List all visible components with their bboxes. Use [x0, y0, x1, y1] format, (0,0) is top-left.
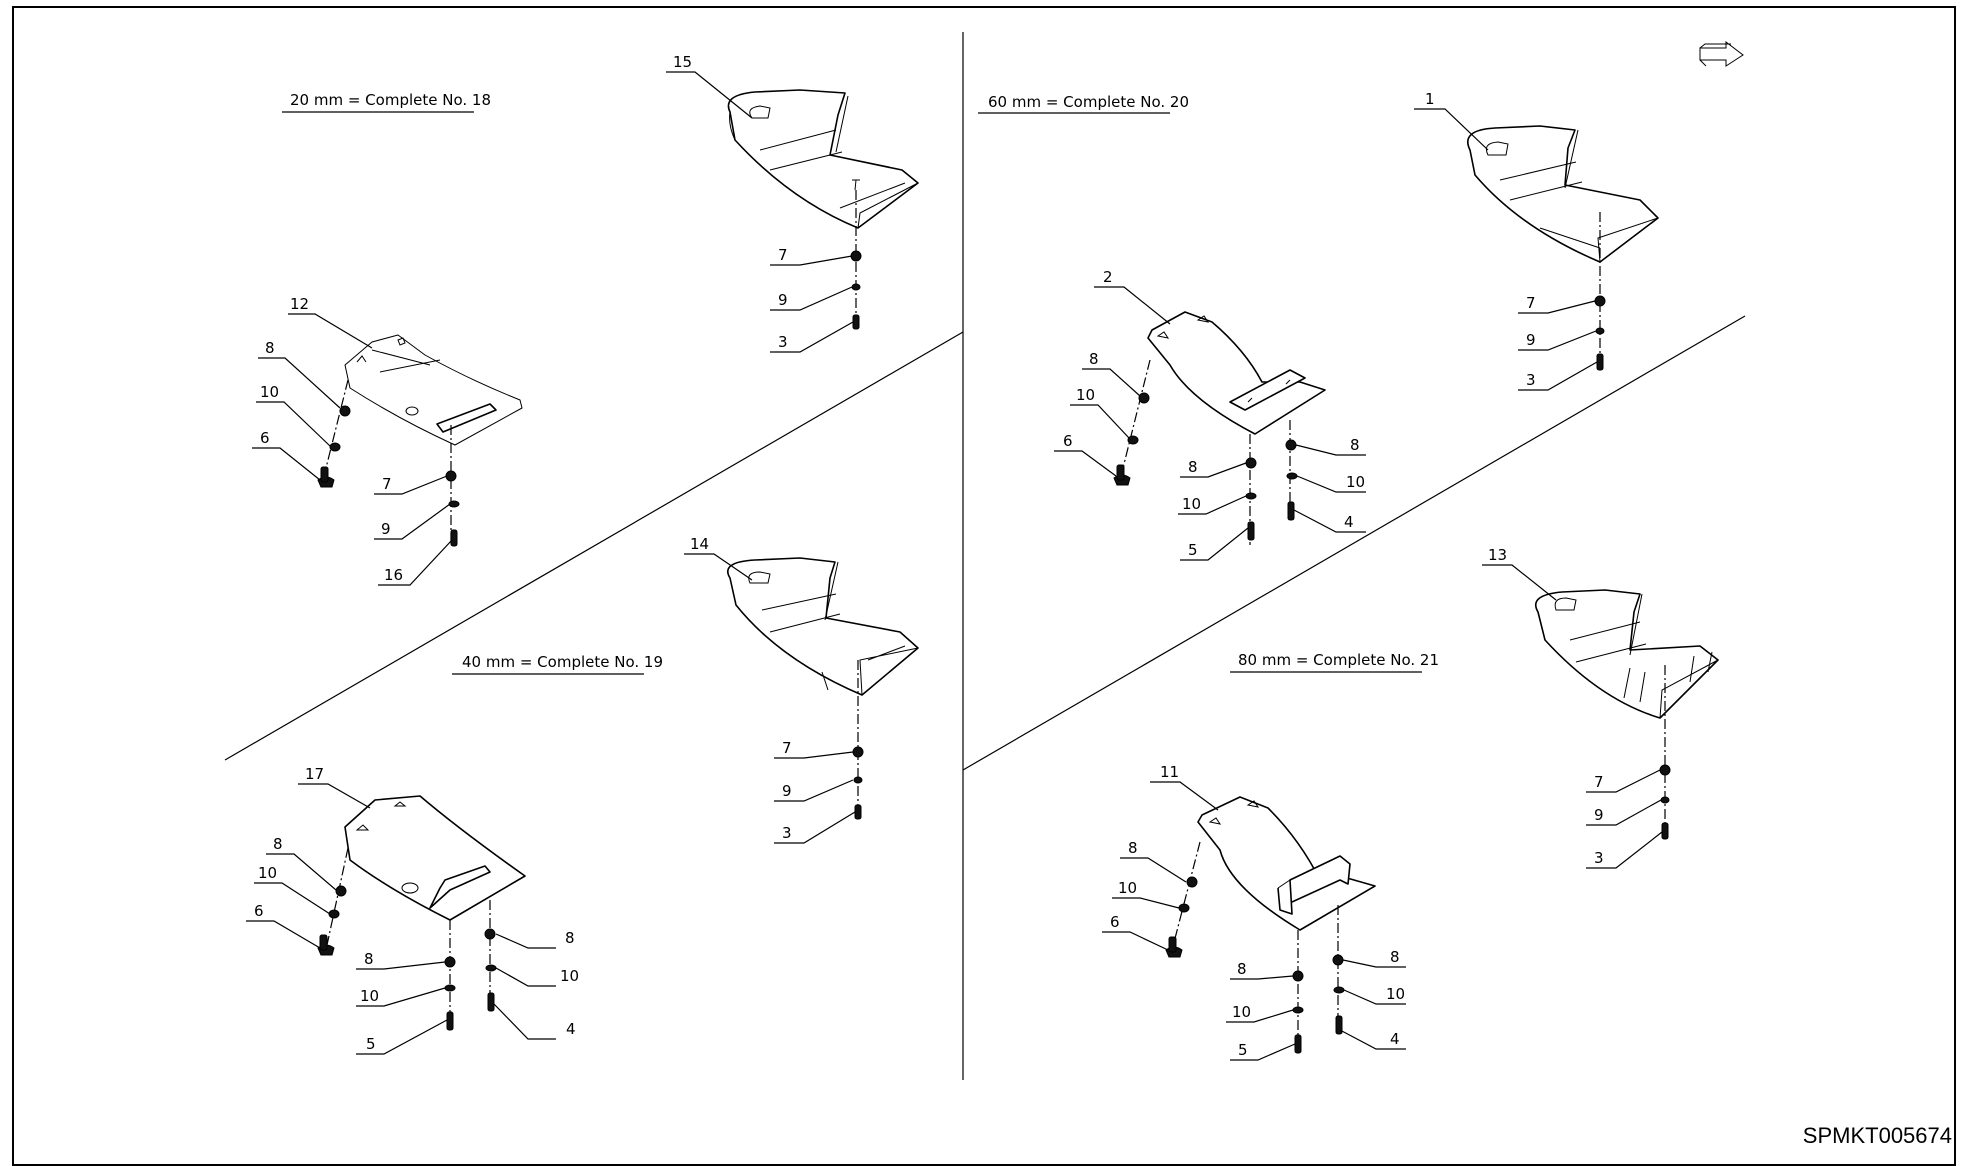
callout-8e: 8	[565, 929, 575, 947]
callout-8i: 8	[1128, 839, 1138, 857]
callout-8d: 8	[364, 950, 374, 968]
callout-6i: 6	[1110, 913, 1120, 931]
callout-7f: 7	[1526, 294, 1536, 312]
callouts-group-20: 1 7 9 3 2 8 10 6 8 10 5 8 10 4	[1054, 90, 1598, 561]
callout-4: 4	[566, 1020, 576, 1038]
caption-complete-20: 60 mm = Complete No. 20	[988, 93, 1189, 111]
callout-10e: 10	[560, 967, 579, 985]
callout-3c: 3	[782, 824, 792, 842]
divider-left	[224, 331, 964, 761]
callout-8f: 8	[1089, 350, 1099, 368]
callout-10d: 10	[360, 987, 379, 1005]
part-13	[1534, 589, 1719, 840]
part-2	[1113, 311, 1326, 545]
callout-8k: 8	[1390, 948, 1400, 966]
callout-6: 6	[260, 429, 270, 447]
callout-13: 13	[1488, 546, 1507, 564]
callout-16: 16	[384, 566, 403, 584]
direction-arrow-icon	[1699, 40, 1744, 67]
document-code: SPMKT005674	[1802, 1123, 1952, 1148]
part-12	[317, 334, 523, 547]
callout-5: 5	[366, 1035, 376, 1053]
callouts-group-19: 14 7 9 3 17 8 10 6 8 10 5 8 10 4	[246, 535, 856, 1055]
callout-10c: 10	[258, 864, 277, 882]
callout-6c: 6	[254, 902, 264, 920]
part-1	[1467, 125, 1659, 371]
caption-complete-18: 20 mm = Complete No. 18	[290, 91, 491, 109]
callout-7: 7	[778, 246, 788, 264]
callout-15: 15	[673, 53, 692, 71]
callout-8c: 8	[273, 835, 283, 853]
callout-14: 14	[690, 535, 709, 553]
callout-12: 12	[290, 295, 309, 313]
callout-9i: 9	[1594, 806, 1604, 824]
callout-5j: 5	[1238, 1041, 1248, 1059]
callout-7b: 7	[382, 475, 392, 493]
callout-10k: 10	[1386, 985, 1405, 1003]
callout-9: 9	[778, 291, 788, 309]
callout-17: 17	[305, 765, 324, 783]
callout-2: 2	[1103, 268, 1113, 286]
callout-10j: 10	[1232, 1003, 1251, 1021]
callouts-group-18: 15 7 9 3 12 8 10 6 7 9 16	[252, 53, 854, 586]
part-14	[727, 557, 919, 820]
callout-10: 10	[260, 383, 279, 401]
callout-10g: 10	[1182, 495, 1201, 513]
part-15	[727, 89, 919, 330]
callout-3i: 3	[1594, 849, 1604, 867]
callout-9c: 9	[782, 782, 792, 800]
callouts-group-21: 13 7 9 3 11 8 10 6 8 10 5 8 10 4	[1102, 546, 1663, 1061]
callout-8: 8	[265, 339, 275, 357]
callout-8h: 8	[1350, 436, 1360, 454]
callout-10i: 10	[1118, 879, 1137, 897]
part-11	[1165, 796, 1376, 1055]
callout-10h: 10	[1346, 473, 1365, 491]
callout-8g: 8	[1188, 458, 1198, 476]
divider-right	[962, 315, 1746, 771]
callout-9b: 9	[381, 520, 391, 538]
callout-3f: 3	[1526, 371, 1536, 389]
caption-complete-21: 80 mm = Complete No. 21	[1238, 651, 1439, 669]
callout-8j: 8	[1237, 960, 1247, 978]
callout-10f: 10	[1076, 386, 1095, 404]
part-17	[317, 795, 526, 1031]
callout-7i: 7	[1594, 773, 1604, 791]
caption-complete-19: 40 mm = Complete No. 19	[462, 653, 663, 671]
callout-6f: 6	[1063, 432, 1073, 450]
callout-9f: 9	[1526, 331, 1536, 349]
callout-4k: 4	[1390, 1030, 1400, 1048]
callout-1: 1	[1425, 90, 1435, 108]
callout-5g: 5	[1188, 541, 1198, 559]
callout-11: 11	[1160, 763, 1179, 781]
callout-7c: 7	[782, 739, 792, 757]
callout-3: 3	[778, 333, 788, 351]
callout-4h: 4	[1344, 513, 1354, 531]
